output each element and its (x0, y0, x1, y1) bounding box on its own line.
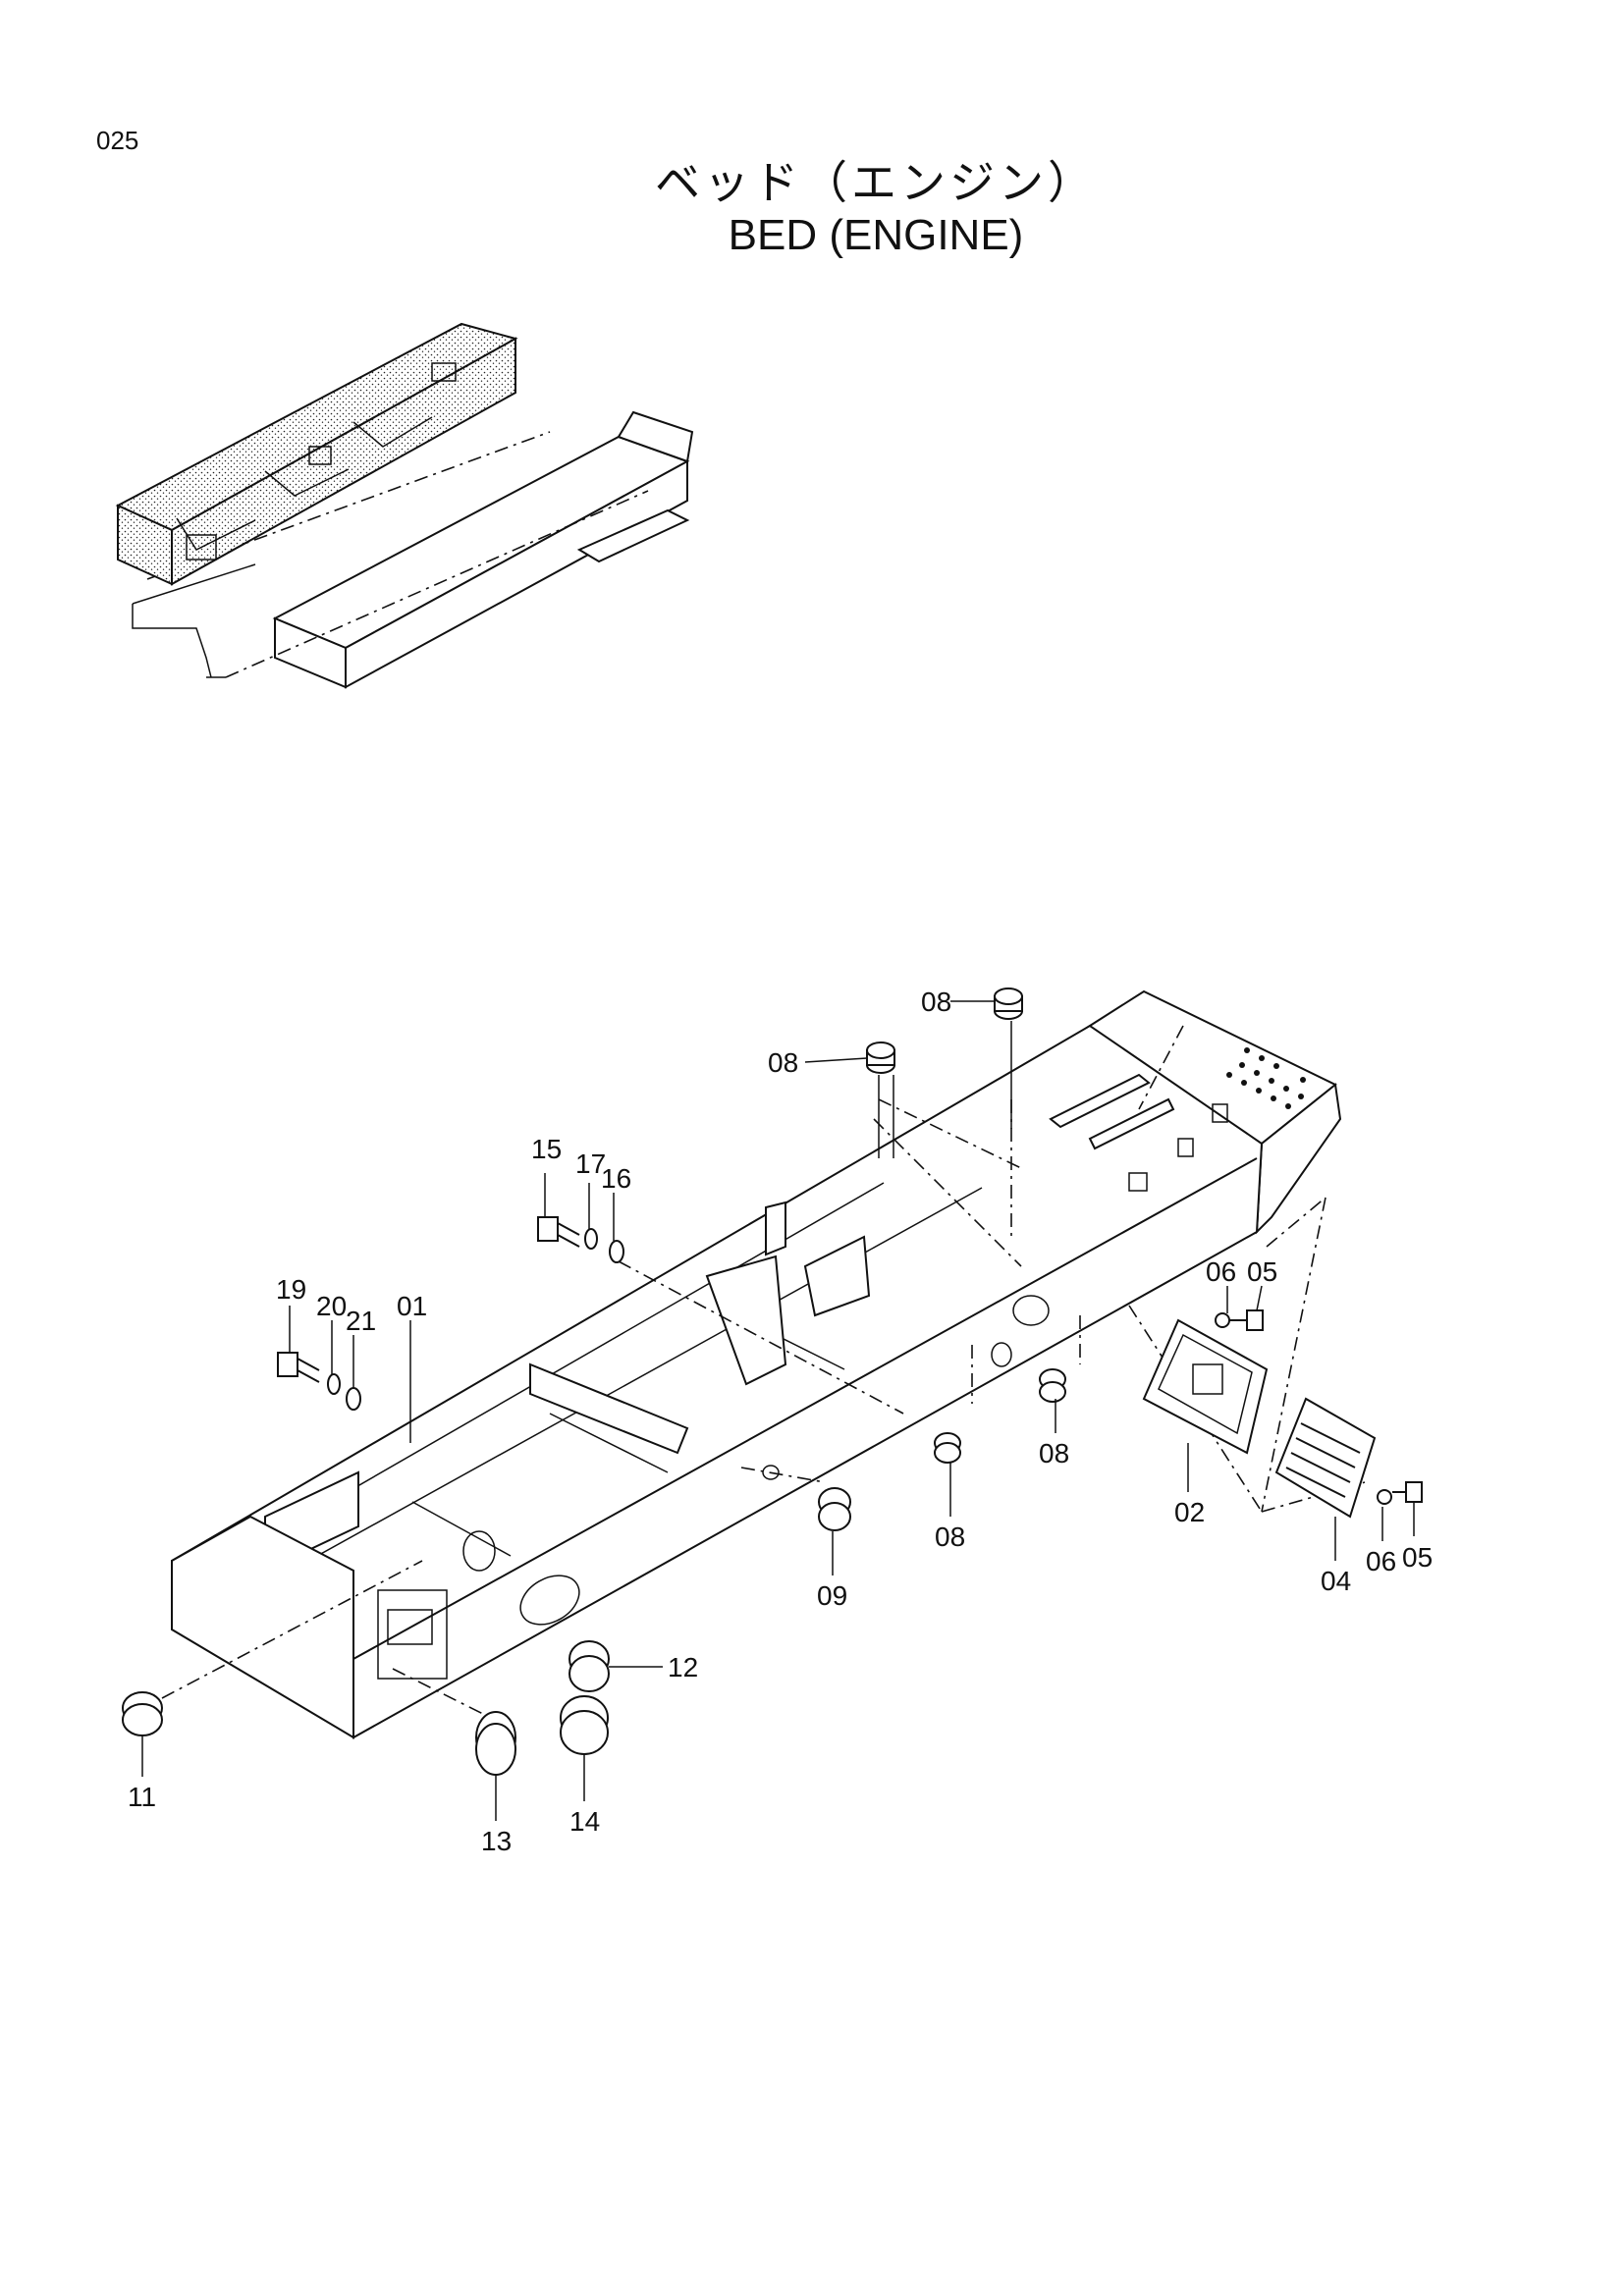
bolt-05-washer-06-upper (1215, 1309, 1264, 1331)
title-japanese: ベッド（エンジン） (655, 157, 1097, 208)
callout-06-upper: 06 (1206, 1256, 1236, 1287)
grommet-08-top-right (994, 988, 1023, 1129)
side-cover-part-02 (1142, 1318, 1269, 1455)
grommet-13 (475, 1711, 516, 1776)
leader-lines (141, 1000, 1415, 1821)
callout-08-right: 08 (1039, 1438, 1069, 1468)
callout-21: 21 (346, 1306, 376, 1336)
grommet-08-right (1039, 1368, 1066, 1403)
callout-12: 12 (668, 1652, 698, 1682)
callout-04: 04 (1321, 1566, 1351, 1596)
grommet-08-top-left (866, 1041, 895, 1158)
callout-01: 01 (397, 1291, 427, 1321)
callout-14: 14 (569, 1806, 600, 1837)
callout-05-lower: 05 (1402, 1542, 1433, 1573)
callout-08-top-right: 08 (921, 987, 951, 1017)
title-english: BED (ENGINE) (728, 211, 1024, 259)
louver-cover-part-04 (1274, 1397, 1377, 1519)
callout-11: 11 (128, 1782, 156, 1812)
bolt-19-washers-20-21 (277, 1352, 361, 1411)
engine-bed-frame (161, 989, 1366, 1739)
callout-20: 20 (316, 1291, 347, 1321)
grommet-14 (560, 1695, 609, 1755)
callout-02: 02 (1174, 1497, 1205, 1527)
grommet-09 (818, 1487, 851, 1531)
grommet-08-mid (934, 1432, 961, 1464)
callout-08-mid: 08 (935, 1522, 965, 1552)
locator-diagram (115, 322, 694, 689)
callout-09: 09 (817, 1580, 847, 1611)
bolt-05-washer-06-lower (1377, 1481, 1423, 1505)
callout-15: 15 (531, 1134, 562, 1164)
page-number: 025 (96, 126, 139, 155)
callout-08-top-left: 08 (768, 1047, 798, 1078)
callout-16: 16 (601, 1163, 631, 1194)
bolt-15-washers-16-17 (537, 1216, 624, 1263)
callout-05-upper: 05 (1247, 1256, 1277, 1287)
callout-13: 13 (481, 1826, 512, 1856)
callout-17: 17 (575, 1148, 606, 1179)
grommet-12 (568, 1640, 610, 1692)
callout-06-lower: 06 (1366, 1546, 1396, 1576)
callout-19: 19 (276, 1274, 306, 1305)
grommet-11 (122, 1691, 163, 1736)
